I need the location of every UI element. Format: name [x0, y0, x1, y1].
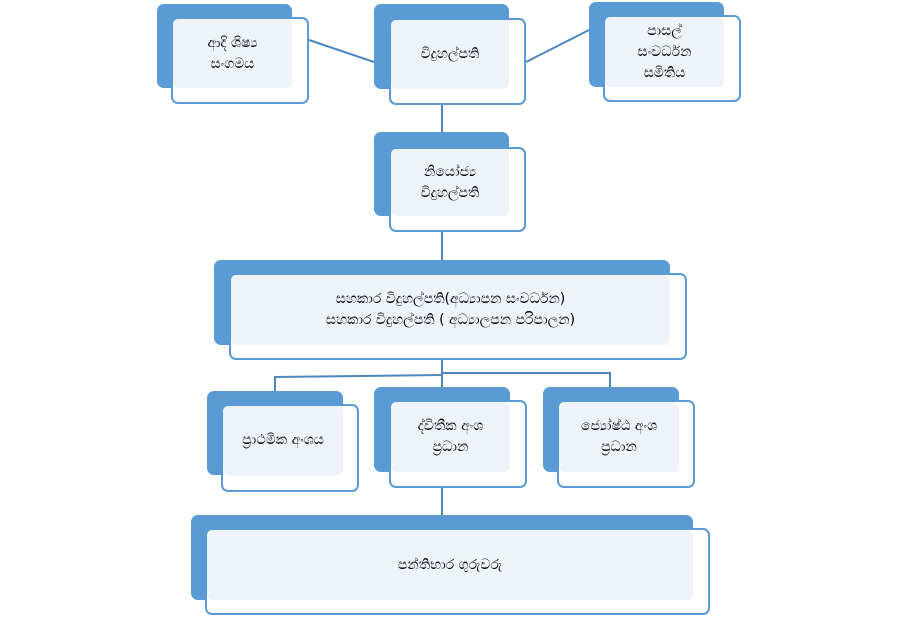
node-label: සහකාර විදුහල්පති(අධ්‍යාපන සංවර්ධන) සහකාර … — [231, 275, 670, 345]
connector-senior — [442, 372, 611, 387]
node-label-line: ප්‍රධාන — [432, 439, 469, 455]
node-label-line: පාසල් — [647, 22, 682, 39]
node-label: ප්‍රාථමික අංශය — [223, 406, 343, 475]
node-label: විදුහල්පති — [391, 20, 509, 89]
node-label-line: පන්තිභාර ගුරුවරු — [397, 556, 503, 573]
connector-principal-sds — [525, 29, 590, 63]
connector-primary — [274, 374, 443, 391]
node-label-line: ප්‍රධාන — [601, 439, 637, 455]
node-label: නියෝජ්‍ය විදුහල්පති — [391, 149, 509, 216]
connector-alumni-principal — [308, 39, 375, 63]
node-label-line: සංවර්ධන — [637, 43, 692, 60]
node-label: පන්තිභාර ගුරුවරු — [207, 530, 693, 600]
node-label-line: විදුහල්පති — [420, 184, 480, 201]
node-label: ජ්‍යෝෂ්ඨ අංශ ප්‍රධාන — [559, 402, 679, 472]
node-label: ද්විතීක අංශ ප්‍රධාන — [391, 402, 510, 472]
node-label-line: නියෝජ්‍ය — [423, 163, 476, 180]
node-label-line: විදුහල්පති — [420, 46, 480, 62]
node-label-line: සමිතිය — [643, 64, 686, 81]
node-label-line: සහකාර විදුහල්පති(අධ්‍යාපන සංවර්ධන) — [335, 291, 566, 307]
node-label: පාසල් සංවර්ධන සමිතිය — [605, 17, 724, 87]
node-label: ආදි ශිෂ්‍ය සංගමය — [173, 19, 292, 88]
node-label-line: සහකාර විදුහල්පති ( අධ්‍යාලපන පරිපාලන) — [325, 312, 576, 328]
node-label-line: ද්විතීක අංශ — [417, 418, 484, 434]
node-label-line: ජ්‍යෝෂ්ඨ අංශ — [580, 418, 658, 434]
node-label-line: සංගමය — [210, 55, 255, 72]
node-label-line: ආදි ශිෂ්‍ය — [207, 34, 258, 51]
node-label-line: ප්‍රාථමික අංශය — [242, 432, 324, 448]
